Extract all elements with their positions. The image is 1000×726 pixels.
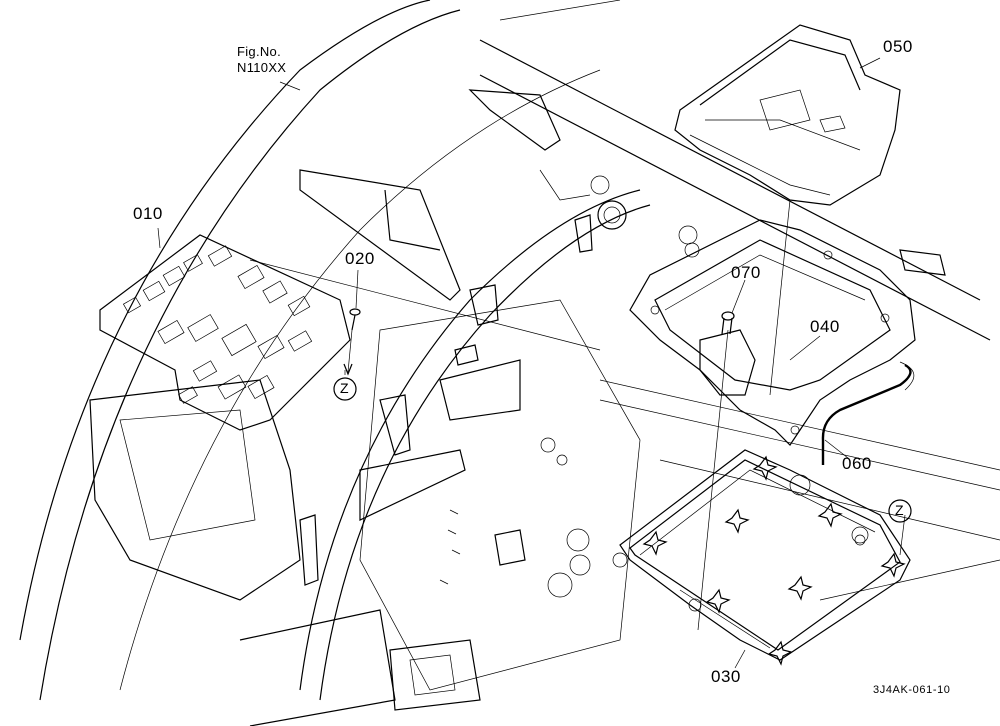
callout-050: 050 bbox=[883, 37, 913, 56]
figure-number-line2: N110XX bbox=[237, 60, 287, 75]
view-marker-circles bbox=[333, 377, 912, 523]
drawing-code: 3J4AK-061-10 bbox=[873, 684, 951, 696]
callout-020: 020 bbox=[345, 249, 375, 268]
figure-number: Fig.No. N110XX bbox=[237, 44, 286, 76]
callout-070: 070 bbox=[731, 263, 761, 282]
view-marker-z-right: Z bbox=[895, 502, 905, 518]
control-board-010 bbox=[99, 234, 351, 431]
screw-020 bbox=[343, 308, 361, 376]
frame-structure bbox=[19, 0, 1000, 726]
cable-060 bbox=[821, 361, 915, 465]
callout-060: 060 bbox=[842, 454, 872, 473]
callout-010: 010 bbox=[133, 204, 163, 223]
bolt-070 bbox=[721, 311, 735, 335]
cover-050 bbox=[674, 24, 901, 206]
callout-040: 040 bbox=[810, 317, 840, 336]
bracket-frame-040 bbox=[629, 219, 916, 446]
callout-030: 030 bbox=[711, 667, 741, 686]
figure-number-line1: Fig.No. bbox=[237, 44, 282, 59]
tray-030 bbox=[619, 449, 911, 666]
view-marker-z-left: Z bbox=[340, 380, 350, 396]
